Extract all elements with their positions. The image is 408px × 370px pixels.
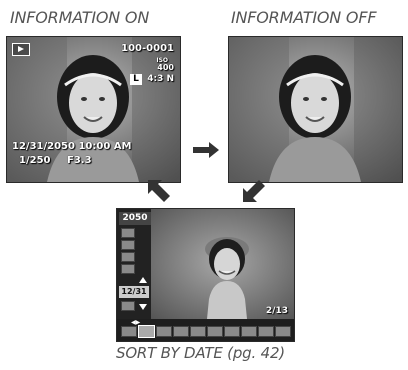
- iso-label: ISO: [156, 57, 168, 64]
- image-counter: 2/13: [265, 306, 288, 316]
- frame-number: 100-0001: [121, 43, 174, 54]
- thumbnail-selected[interactable]: [138, 325, 155, 338]
- caption-sort-by-date: SORT BY DATE (pg. 42): [116, 344, 285, 362]
- screen-information-on: 100-0001 ISO 400 L 4:3 N 12/31/2050 10:0…: [6, 36, 181, 183]
- thumbnail[interactable]: [121, 326, 137, 337]
- caption-information-off: INFORMATION OFF: [231, 8, 377, 27]
- thumbnail[interactable]: [121, 301, 135, 311]
- iso-value: 400: [157, 63, 174, 72]
- caption-information-on: INFORMATION ON: [10, 8, 150, 27]
- portrait-photo: [229, 37, 402, 182]
- thumbnail[interactable]: [121, 240, 135, 250]
- thumbnail[interactable]: [224, 326, 240, 337]
- shutter-speed: 1/250: [19, 155, 51, 166]
- arrow-up-left-icon: [148, 180, 170, 202]
- screen-information-off: [228, 36, 403, 183]
- thumbnail[interactable]: [121, 228, 135, 238]
- thumbnail[interactable]: [156, 326, 172, 337]
- thumbnail[interactable]: [207, 326, 223, 337]
- thumbnail[interactable]: [121, 264, 135, 274]
- aperture: F3.3: [67, 155, 92, 166]
- thumbnail[interactable]: [275, 326, 291, 337]
- thumbnail[interactable]: [173, 326, 189, 337]
- scroll-down-icon[interactable]: [139, 304, 147, 310]
- arrow-right-icon: [193, 142, 219, 158]
- thumbnail[interactable]: [241, 326, 257, 337]
- date-time: 12/31/2050 10:00 AM: [12, 141, 132, 152]
- image-size-badge: L: [130, 74, 142, 85]
- year-label: 2050: [119, 212, 151, 225]
- thumbnail[interactable]: [121, 252, 135, 262]
- strip-left-right-icon: ◀▶: [131, 319, 141, 326]
- thumbnail[interactable]: [258, 326, 274, 337]
- portrait-photo: [7, 37, 180, 182]
- screen-sort-by-date: 2050 12/31 2/13 ◀▶: [116, 208, 295, 342]
- playback-icon: [12, 43, 30, 56]
- arrow-down-left-icon: [243, 180, 265, 202]
- scroll-up-icon[interactable]: [139, 277, 147, 283]
- thumbnail[interactable]: [190, 326, 206, 337]
- ratio-quality: 4:3 N: [147, 74, 174, 84]
- selected-date[interactable]: 12/31: [119, 286, 149, 298]
